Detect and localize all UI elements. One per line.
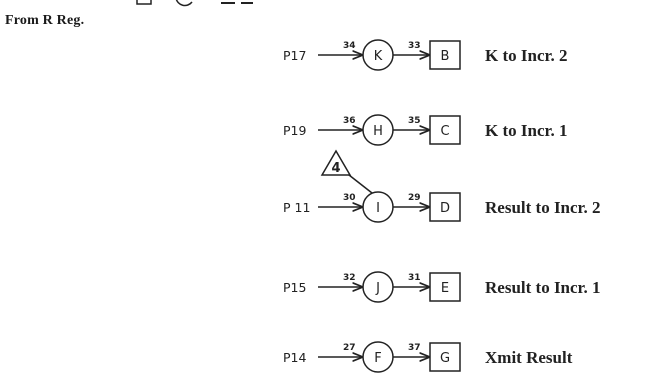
source-label: From R Reg. [5,13,85,28]
box-label: G [440,351,450,366]
box-label: B [441,49,450,64]
circle-label: H [373,124,383,139]
cropped-top-symbols [136,0,253,7]
node-box [429,40,461,70]
node-box [429,342,461,372]
wire-number: 31 [408,273,421,283]
wire-number: 36 [343,116,356,126]
branch-description: K to Incr. 2 [485,46,568,65]
wire-number: 32 [343,273,356,283]
input-label: P17 [283,48,306,63]
node-box [429,115,461,145]
input-label: P15 [283,280,306,295]
node-box [429,272,461,302]
branch-description: K to Incr. 1 [485,121,568,140]
wire-number: 29 [408,193,421,203]
box-label: C [440,124,449,139]
circle-label: F [374,351,381,366]
branch-description: Xmit Result [485,348,573,367]
wire-number: 27 [343,343,356,353]
box-label: E [441,281,449,296]
branch-row: P17 34K 33B K to Incr. 2 [283,39,568,71]
circle-label: I [376,201,380,216]
branch-row: P15 32J 31E Result to Incr. 1 [283,271,601,303]
triangle-connector [348,174,373,194]
branch-row: P14 27F 37G Xmit Result [283,341,573,373]
input-label: P 11 [283,200,310,215]
wire-number: 33 [408,41,421,51]
branch-description: Result to Incr. 1 [485,278,601,297]
node-box [429,192,461,222]
input-label: P14 [283,350,306,365]
wire-number: 35 [408,116,421,126]
box-label: D [440,201,450,216]
circle-label: J [375,281,380,296]
branch-row: P 11 30I 29D Result to Incr. 2 4 [283,149,601,223]
header: From R Reg. [5,0,305,40]
triangle-symbol [320,149,352,176]
circle-label: K [374,49,383,64]
wire-number: 37 [408,343,421,353]
triangle-label: 4 [331,161,340,176]
input-label: P19 [283,123,306,138]
branch-description: Result to Incr. 2 [485,198,601,217]
branch-row: P19 36H 35C K to Incr. 1 [283,114,568,146]
wire-number: 30 [343,193,356,203]
wire-number: 34 [343,41,356,51]
